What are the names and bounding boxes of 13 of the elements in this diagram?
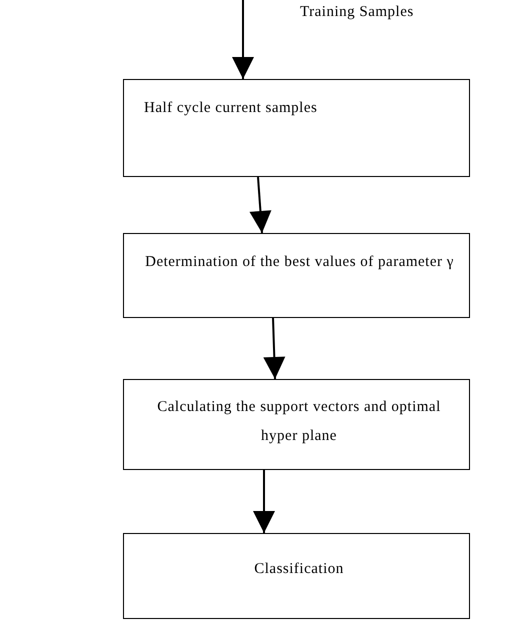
box-text: Classification xyxy=(253,560,345,579)
process-box xyxy=(123,79,470,177)
edge-label: Training Samples xyxy=(300,4,414,21)
arrow xyxy=(249,176,272,234)
box-text: Half cycle current samples xyxy=(144,99,318,118)
arrow xyxy=(232,0,254,79)
arrow xyxy=(253,470,275,533)
process-box xyxy=(123,533,470,619)
arrow xyxy=(263,318,286,380)
process-box xyxy=(123,379,470,470)
process-box xyxy=(123,233,470,318)
box-text: Calculating the support vectors and optimal hyper plane xyxy=(156,398,442,446)
box-text: Determination of the best values of parameter γ xyxy=(144,253,455,272)
